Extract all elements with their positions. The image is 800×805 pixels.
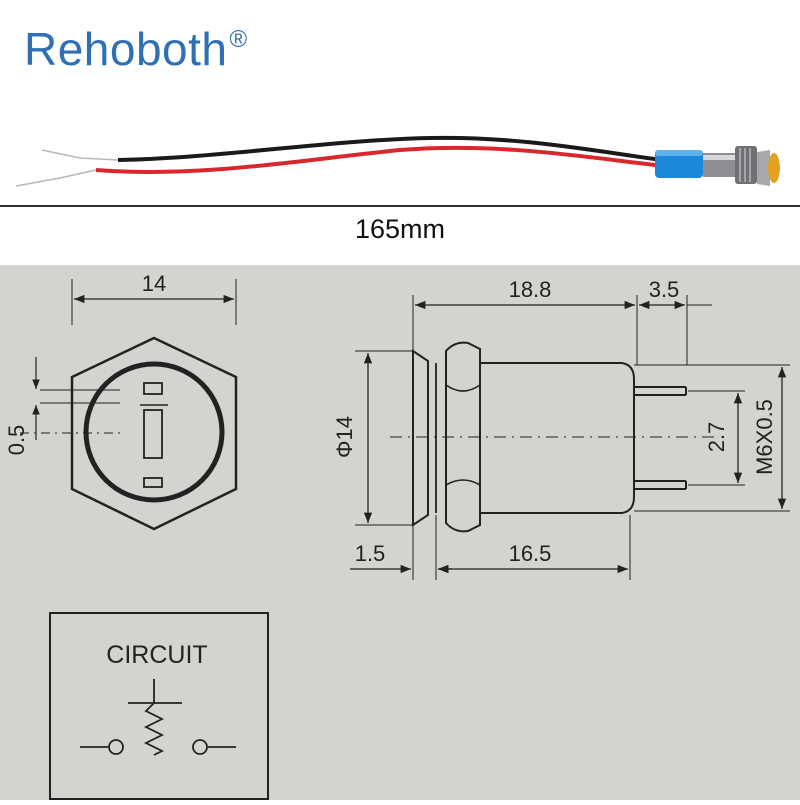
hex-nut [735, 146, 757, 184]
outer-ring [83, 361, 225, 503]
circuit-box [49, 612, 269, 800]
blue-sleeve [655, 150, 703, 178]
product-photo-panel: Rehoboth® 165mm [0, 0, 800, 265]
nut [445, 341, 481, 533]
flange [412, 349, 429, 527]
black-wire [117, 135, 663, 162]
label-flange-thickness: 1.5 [355, 541, 386, 566]
label-pin-length: 3.5 [649, 277, 680, 302]
technical-drawing-panel: 14 0.5 18.8 3.5 Φ14 2.7 M6X0.5 1.5 16.5 … [0, 265, 800, 800]
pin-bottom [143, 477, 163, 488]
brand-logo: Rehoboth® [24, 22, 248, 76]
label-body-length: 18.8 [509, 277, 552, 302]
circuit-title: CIRCUIT [106, 641, 207, 669]
switch-spring [143, 702, 165, 756]
hex-outline [70, 336, 238, 531]
terminal-right [192, 739, 208, 755]
switch-photo [0, 135, 800, 207]
front-view [20, 279, 238, 531]
wire-strand-2 [15, 169, 97, 187]
registered-mark: ® [229, 26, 248, 53]
led-button [768, 153, 780, 183]
side-view [350, 295, 790, 580]
label-diameter: Φ14 [332, 416, 357, 458]
dimension-drawing: 14 0.5 18.8 3.5 Φ14 2.7 M6X0.5 1.5 16.5 … [4, 271, 790, 800]
pin-top [143, 382, 163, 395]
terminal-left [108, 739, 124, 755]
switch-head [757, 150, 770, 186]
red-wire [95, 145, 665, 174]
label-thread: M6X0.5 [752, 399, 777, 475]
label-front-width: 14 [142, 271, 166, 296]
body [480, 362, 635, 514]
label-pin-spacing: 2.7 [704, 422, 729, 453]
length-label: 165mm [354, 214, 446, 244]
pin-center [143, 409, 163, 459]
label-rear-length: 16.5 [509, 541, 552, 566]
wire-strand-1 [41, 149, 119, 161]
brand-name: Rehoboth [24, 23, 228, 75]
label-ring-gap: 0.5 [4, 425, 29, 456]
